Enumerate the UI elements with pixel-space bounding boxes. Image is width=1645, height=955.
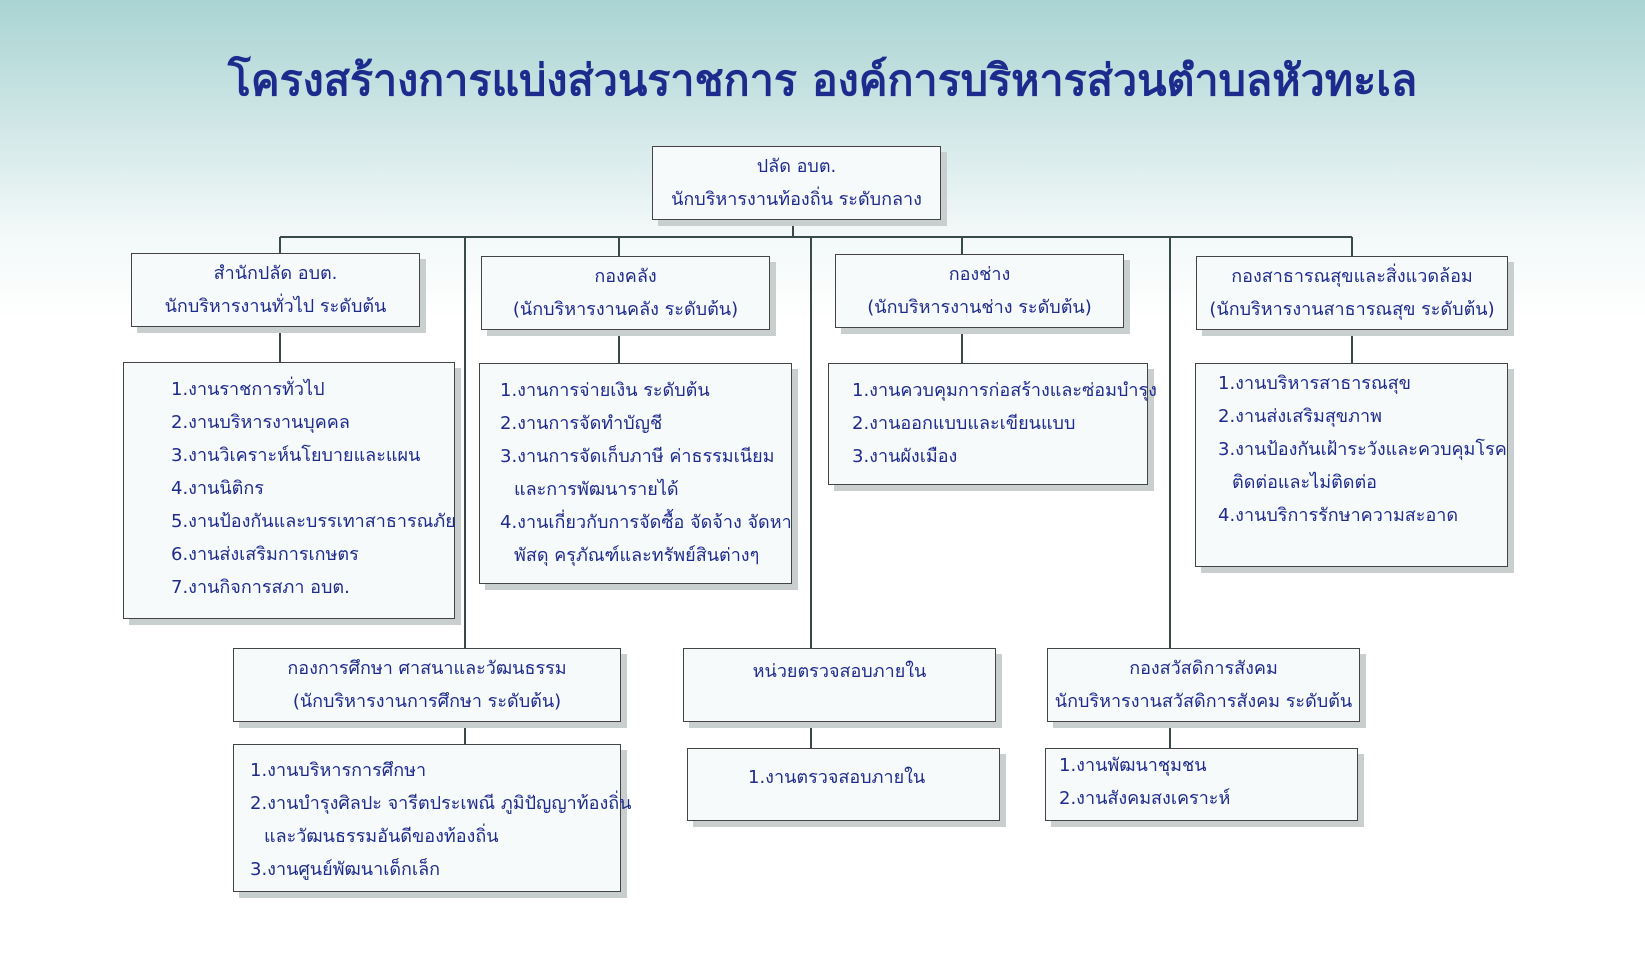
education-title: กองการศึกษา ศาสนาและวัฒนธรรม [287,658,567,679]
list-item: และการพัฒนารายได้ [514,479,679,500]
list-item: 2.งานออกแบบและเขียนแบบ [852,413,1076,434]
engineering-title: กองช่าง [948,264,1011,285]
list-item: และวัฒนธรรมอันดีของท้องถิ่น [264,826,499,847]
list-item: 1.งานตรวจสอบภายใน [748,767,926,788]
list-item: 4.งานนิติกร [171,478,264,499]
list-item: 4.งานเกี่ยวกับการจัดซื้อ จัดจ้าง จัดหา [500,512,792,533]
list-item: 3.งานผังเมือง [852,446,958,467]
list-item: 1.งานควบคุมการก่อสร้างและซ่อมบำรุง [852,380,1157,401]
engineering-head-box: กองช่าง (นักบริหารงานช่าง ระดับต้น) [835,254,1124,328]
health-head-box: กองสาธารณสุขและสิ่งแวดล้อม (นักบริหารงาน… [1196,256,1508,330]
chief-title: ปลัด อบต. [756,156,837,177]
chief-administrator-box: ปลัด อบต. นักบริหารงานท้องถิ่น ระดับกลาง [652,146,941,220]
finance-position: (นักบริหารงานคลัง ระดับต้น) [512,299,739,320]
health-position: (นักบริหารงานสาธารณสุข ระดับต้น) [1209,299,1495,320]
list-item: 2.งานบริหารงานบุคคล [171,412,350,433]
audit-task-list: 1.งานตรวจสอบภายใน [687,748,1000,821]
education-head-box: กองการศึกษา ศาสนาและวัฒนธรรม (นักบริหารง… [233,648,621,722]
office-task-list: 1.งานราชการทั่วไป 2.งานบริหารงานบุคคล 3.… [123,362,456,619]
welfare-task-list: 1.งานพัฒนาชุมชน 2.งานสังคมสงเคราะห์ [1045,748,1358,821]
engineering-task-list: 1.งานควบคุมการก่อสร้างและซ่อมบำรุง 2.งาน… [828,363,1157,485]
list-item: 2.งานบำรุงศิลปะ จารีตประเพณี ภูมิปัญญาท้… [250,793,632,814]
list-item: 2.งานส่งเสริมสุขภาพ [1218,406,1382,427]
list-item: 4.งานบริการรักษาความสะอาด [1218,505,1459,526]
list-item: 7.งานกิจการสภา อบต. [171,577,350,598]
office-title: สำนักปลัด อบต. [213,263,338,284]
list-item: 3.งานศูนย์พัฒนาเด็กเล็ก [250,859,441,880]
health-task-list: 1.งานบริหารสาธารณสุข 2.งานส่งเสริมสุขภาพ… [1195,363,1508,567]
list-item: 6.งานส่งเสริมการเกษตร [171,544,359,565]
list-item: 3.งานวิเคราะห์นโยบายและแผน [171,445,421,466]
welfare-head-box: กองสวัสดิการสังคม นักบริหารงานสวัสดิการส… [1047,648,1360,722]
list-item: 2.งานการจัดทำบัญชี [500,413,663,434]
finance-title: กองคลัง [594,266,657,287]
list-item: ติดต่อและไม่ติดต่อ [1232,472,1377,493]
welfare-title: กองสวัสดิการสังคม [1129,658,1278,679]
office-head-box: สำนักปลัด อบต. นักบริหารงานทั่วไป ระดับต… [131,253,420,327]
audit-head-box: หน่วยตรวจสอบภายใน [683,648,996,722]
list-item: 5.งานป้องกันและบรรเทาสาธารณภัย [171,511,456,532]
education-position: (นักบริหารงานการศึกษา ระดับต้น) [292,691,562,712]
finance-head-box: กองคลัง (นักบริหารงานคลัง ระดับต้น) [481,256,770,330]
office-position: นักบริหารงานทั่วไป ระดับต้น [164,296,387,317]
list-item: 3.งานการจัดเก็บภาษี ค่าธรรมเนียม [500,446,775,467]
education-task-list: 1.งานบริหารการศึกษา 2.งานบำรุงศิลปะ จารี… [233,744,632,892]
list-item: 3.งานป้องกันเฝ้าระวังและควบคุมโรค [1218,439,1507,460]
welfare-position: นักบริหารงานสวัสดิการสังคม ระดับต้น [1054,691,1353,712]
list-item: 1.งานพัฒนาชุมชน [1059,755,1207,776]
list-item: 1.งานราชการทั่วไป [171,379,325,400]
list-item: 1.งานการจ่ายเงิน ระดับต้น [500,380,710,401]
list-item: พัสดุ ครุภัณฑ์และทรัพย์สินต่างๆ [514,545,760,566]
list-item: 1.งานบริหารการศึกษา [250,760,427,781]
health-title: กองสาธารณสุขและสิ่งแวดล้อม [1231,266,1473,287]
chart-title: โครงสร้างการแบ่งส่วนราชการ องค์การบริหาร… [227,56,1418,106]
list-item: 1.งานบริหารสาธารณสุข [1218,373,1411,394]
engineering-position: (นักบริหารงานช่าง ระดับต้น) [867,297,1092,318]
list-item: 2.งานสังคมสงเคราะห์ [1059,788,1231,809]
audit-title: หน่วยตรวจสอบภายใน [752,661,927,682]
finance-task-list: 1.งานการจ่ายเงิน ระดับต้น 2.งานการจัดทำบ… [479,363,792,584]
chief-position: นักบริหารงานท้องถิ่น ระดับกลาง [671,189,922,210]
